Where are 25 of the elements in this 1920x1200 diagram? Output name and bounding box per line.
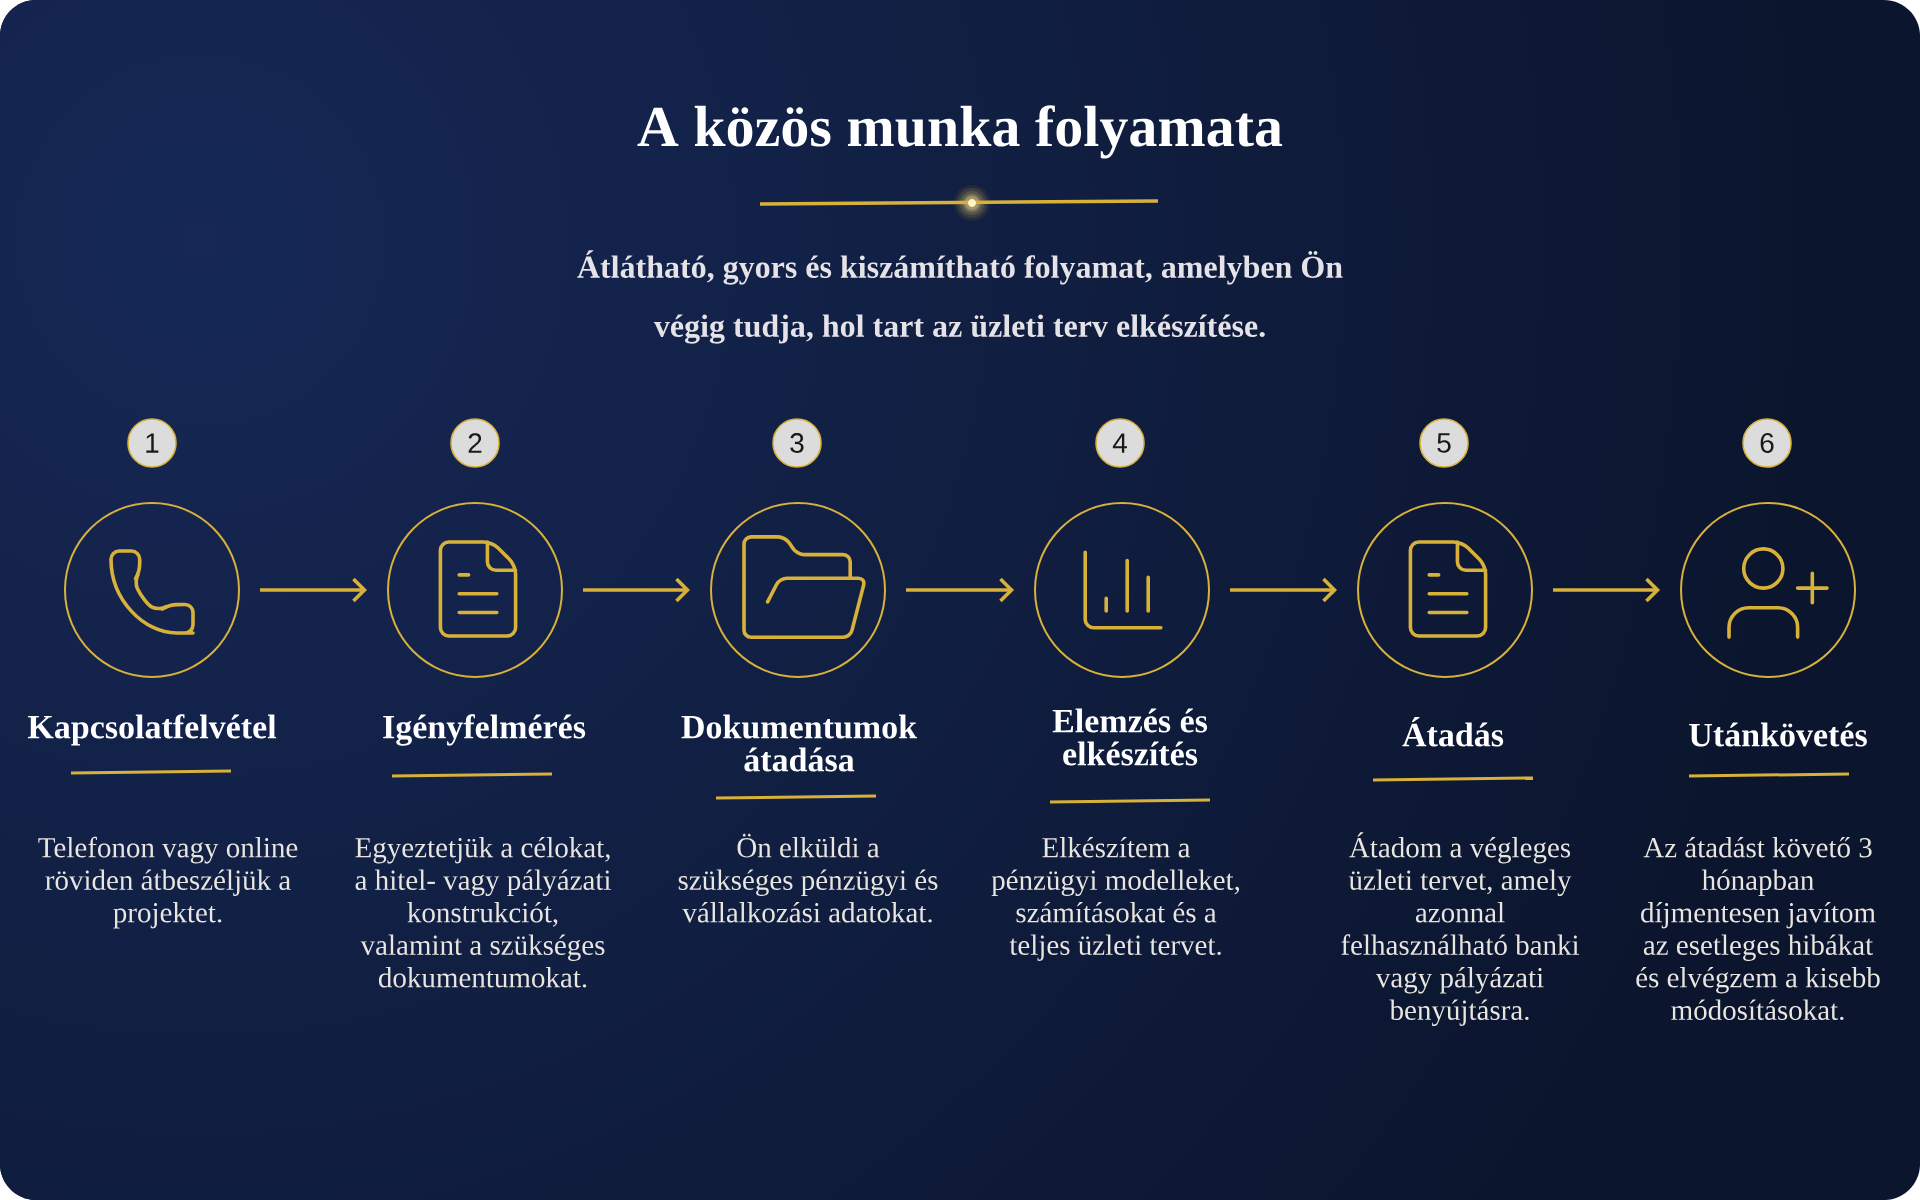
arrow xyxy=(1230,577,1337,603)
arrow xyxy=(260,577,367,603)
step-description: Egyeztetjük a célokat, a hitel- vagy pályázati konstrukciót, valamint a szükséges dokumentumokat. xyxy=(355,837,611,988)
step-title: Elemzés és elkészítés xyxy=(1052,708,1208,766)
number-badge: 6 xyxy=(1742,418,1792,468)
step-title: Dokumentumok átadása xyxy=(681,714,917,772)
number-badge: 2 xyxy=(450,418,500,468)
number-badge: 5 xyxy=(1419,418,1469,468)
step-title: Igényfelmérés xyxy=(383,714,586,746)
arrow xyxy=(1553,577,1660,603)
step-description: Átadom a végleges üzleti tervet, amely azonnal felhasználható banki vagy pályázati benyújtásra. xyxy=(1341,832,1580,1026)
number-badge: 4 xyxy=(1095,418,1145,468)
step-description: Az átadást követő 3 hónapban díjmentesen javítom az esetleges hibákat és elvégzem a kisebb módosításokat. xyxy=(1636,837,1880,1021)
step-title: Kapcsolatfelvétel xyxy=(27,714,277,746)
title: A közös munka folyamata xyxy=(637,105,1283,159)
step-title: Utánkövetés xyxy=(1689,722,1867,747)
step-description: Ön elküldi a szükséges pénzügyi és vállalkozási adatokat. xyxy=(678,833,938,923)
step-description: Elkészítem a pénzügyi modelleket, számításokat és a teljes üzleti tervet. xyxy=(991,837,1240,961)
arrow xyxy=(583,577,690,603)
arrow xyxy=(906,577,1014,603)
number-badge: 3 xyxy=(772,418,822,468)
number-badge: 1 xyxy=(127,418,177,468)
subtitle: Átlátható, gyors és kiszámítható folyamat, amelyben Ön végig tudja, hol tart az üzleti terv elkészítése. xyxy=(577,250,1343,344)
step-title: Átadás xyxy=(1402,717,1504,747)
step-description: Telefonon vagy online röviden átbeszéljük a projektet. xyxy=(38,836,298,929)
